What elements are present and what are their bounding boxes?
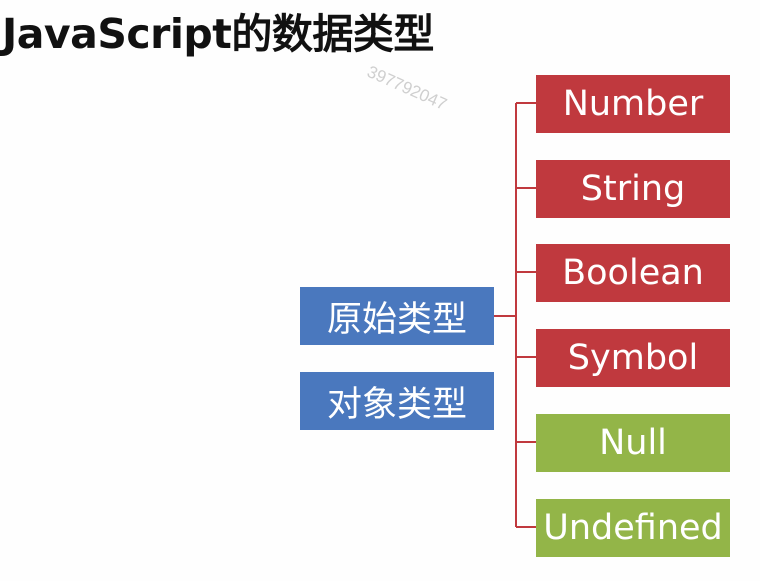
category-object: 对象类型 [300, 372, 494, 430]
type-symbol: Symbol [536, 329, 730, 387]
type-string: String [536, 160, 730, 218]
type-number: Number [536, 75, 730, 133]
type-boolean: Boolean [536, 244, 730, 302]
category-primitive: 原始类型 [300, 287, 494, 345]
type-undefined: Undefined [536, 499, 730, 557]
page-title: JavaScript的数据类型 [2, 10, 434, 58]
type-null: Null [536, 414, 730, 472]
